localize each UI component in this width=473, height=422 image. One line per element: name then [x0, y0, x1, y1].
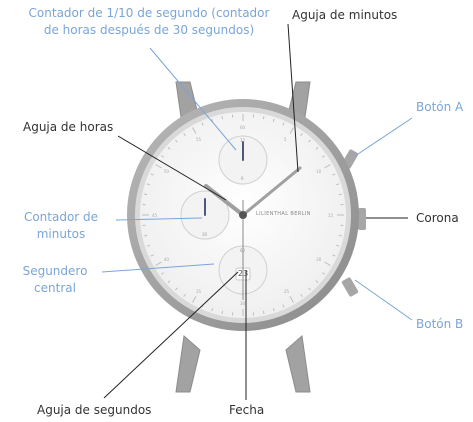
dial-minute-number: 45: [152, 213, 158, 218]
dial-tick: [167, 147, 171, 150]
dial-minute-number: 10: [316, 169, 322, 174]
dial-tick: [272, 118, 275, 122]
dial-minute-number: 40: [163, 257, 169, 262]
subdial-top-6: 6: [241, 176, 244, 181]
dial-tick: [332, 173, 336, 176]
dial-tick: [144, 234, 148, 237]
dial-tick: [201, 122, 204, 126]
dial-tick: [321, 272, 326, 275]
dial-tick: [192, 296, 197, 303]
dial-tick: [336, 244, 340, 247]
label-minutes-counter-line1: Contador de: [23, 210, 99, 224]
label-central-seconds: Segundero central: [6, 264, 104, 295]
dial-minute-number: 5: [284, 136, 287, 142]
dial-tick: [211, 118, 214, 122]
dial-tick: [324, 164, 331, 169]
callout-lines: [101, 23, 413, 400]
dial-tick: [150, 254, 154, 257]
dial-minute-number: 55: [196, 136, 202, 142]
subdial-top-12: 12: [240, 138, 246, 143]
dial-tick: [211, 308, 214, 312]
dial-tick: [332, 254, 336, 257]
dial-minute-number: 50: [163, 169, 169, 174]
dial-tick: [315, 147, 319, 150]
dial-tick: [144, 193, 148, 196]
label-minutes-counter: Contador de minutos: [6, 210, 116, 241]
dial-tick: [183, 293, 186, 298]
dial-tick: [146, 244, 150, 247]
dial-tick: [183, 132, 186, 137]
callout-seconds-hand: [103, 271, 239, 399]
crown-knob: [358, 208, 366, 230]
label-central-seconds-line2: central: [34, 281, 76, 295]
hour-hand: [204, 184, 245, 217]
dial-tick: [221, 116, 224, 120]
label-hour-hand: Aguja de horas: [23, 120, 114, 134]
dial-tick: [289, 127, 294, 134]
dial-tick: [336, 183, 340, 186]
callout-minute-hand: [287, 23, 299, 173]
subdial-left-30: 30: [202, 232, 208, 237]
label-seconds-hand: Aguja de segundos: [37, 403, 152, 417]
dial-tick: [155, 164, 162, 169]
dial-minute-number: 60: [240, 125, 246, 130]
label-date: Fecha: [229, 403, 265, 417]
dial-tick: [262, 310, 265, 314]
callout-hour-hand: [117, 135, 227, 201]
button-b-pusher: [341, 277, 359, 297]
label-central-seconds-line1: Segundero: [22, 264, 88, 278]
dial-tick: [300, 132, 303, 137]
dial-tick: [272, 308, 275, 312]
callout-button-a: [354, 117, 413, 157]
dial-tick: [192, 127, 197, 134]
dial-tick: [315, 280, 319, 283]
dial-tick: [338, 193, 342, 196]
dial-minute-number: 35: [196, 289, 202, 295]
dial-tick: [289, 296, 294, 303]
label-minute-hand: Aguja de minutos: [292, 8, 398, 22]
subdial-bottom-60: 60: [240, 248, 246, 253]
dial-tick: [282, 304, 285, 308]
dial-minute-number: 30: [240, 301, 246, 306]
dial-minute-number: 20: [316, 257, 322, 262]
dial-tick: [175, 287, 178, 291]
minute-hand: [241, 166, 302, 217]
dial-tick: [321, 155, 326, 158]
label-button-a: Botón A: [416, 100, 464, 114]
callout-tenth-counter: [149, 47, 237, 151]
dial-tick: [155, 261, 162, 266]
label-crown: Corona: [416, 211, 459, 225]
dial-tick: [338, 234, 342, 237]
label-minutes-counter-line2: minutos: [36, 227, 86, 241]
dial-tick: [160, 155, 165, 158]
callout-button-b: [354, 279, 413, 321]
label-tenth-counter-line2: de horas después de 30 segundos): [43, 23, 255, 37]
dial-minute-number: 15: [328, 213, 334, 218]
dial-minute-number: 25: [284, 289, 290, 295]
callout-central-seconds: [101, 263, 215, 273]
label-tenth-counter-line1: Contador de 1/10 de segundo (contador: [28, 6, 270, 20]
dial-tick: [167, 280, 171, 283]
dial-tick: [175, 139, 178, 143]
dial-tick: [308, 139, 311, 143]
dial-tick: [308, 287, 311, 291]
dial-tick: [324, 261, 331, 266]
dial-tick: [160, 272, 165, 275]
dial-brand: LILIENTHAL BERLIN: [256, 211, 311, 217]
dial-tick: [262, 116, 265, 120]
hands-pivot: [239, 211, 247, 219]
dial-tick: [282, 122, 285, 126]
dial-tick: [150, 173, 154, 176]
date-value: 23: [238, 269, 249, 278]
dial-tick: [146, 183, 150, 186]
callout-minutes-counter: [115, 217, 203, 221]
dial-tick: [300, 293, 303, 298]
label-button-b: Botón B: [416, 317, 464, 331]
dial-tick: [221, 310, 224, 314]
dial-minute-ticks: [142, 114, 344, 316]
label-tenth-counter: Contador de 1/10 de segundo (contador de…: [6, 6, 292, 37]
